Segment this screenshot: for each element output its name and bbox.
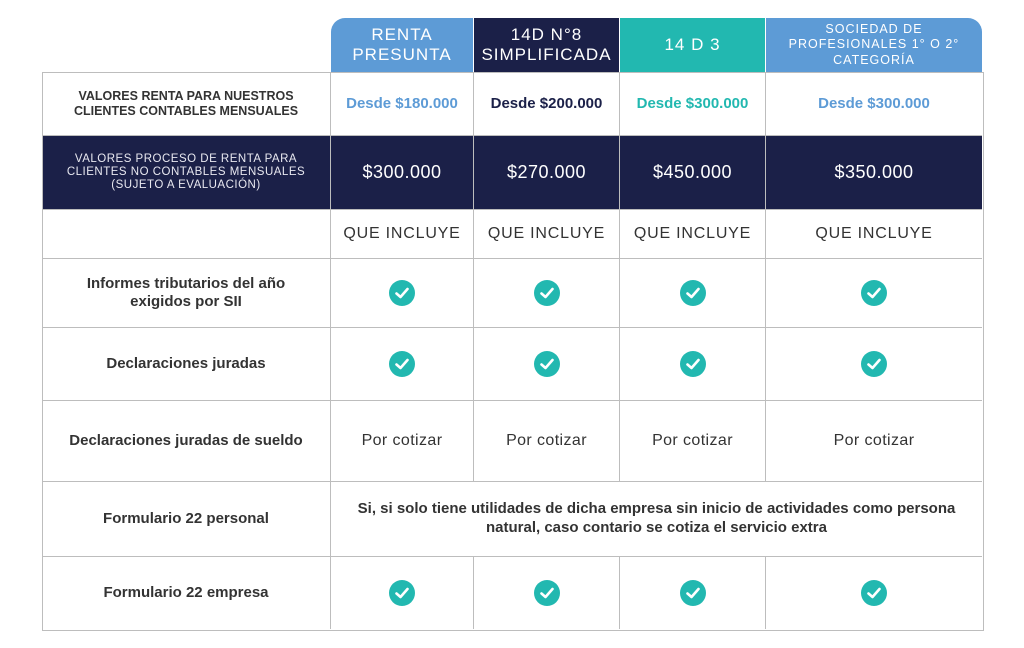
desde-price-14d3: Desde $300.000 [636, 95, 749, 112]
desde-price-14d-n8: Desde $200.000 [490, 95, 603, 112]
row-label-f22-empresa: Formulario 22 empresa [103, 584, 269, 601]
header-14d3: 14 D 3 [620, 18, 765, 72]
price-renta-presunta: $300.000 [362, 162, 442, 182]
check-circle-icon [679, 580, 706, 606]
por-cotizar-text: Por cotizar [506, 432, 587, 449]
header-sociedad-profesionales: SOCIEDAD DE PROFESIONALES 1° O 2° CATEGO… [766, 18, 982, 72]
row-label-declaraciones-sueldo: Declaraciones juradas de sueldo [69, 432, 303, 449]
desde-price-sociedad: Desde $300.000 [818, 95, 930, 112]
check-circle-icon [533, 351, 560, 377]
por-cotizar-text: Por cotizar [361, 432, 443, 449]
check-circle-icon [679, 351, 706, 377]
check-circle-icon [861, 280, 887, 306]
non-accounting-price-row [42, 136, 982, 209]
check-circle-icon [861, 351, 887, 377]
incluye-label: QUE INCLUYE [487, 225, 606, 242]
check-circle-icon [389, 280, 415, 306]
por-cotizar-text: Por cotizar [833, 432, 915, 449]
desde-price-renta-presunta: Desde $180.000 [346, 95, 458, 112]
incluye-label: QUE INCLUYE [343, 225, 461, 242]
row-label-non-accounting-clients: VALORES PROCESO DE RENTA PARA CLIENTES N… [66, 152, 306, 192]
check-circle-icon [389, 580, 415, 606]
header-14d-n8-simplificada: 14D N°8 SIMPLIFICADA [474, 18, 619, 72]
pricing-table [42, 72, 984, 631]
incluye-label: QUE INCLUYE [633, 225, 752, 242]
f22-personal-note: Si, si solo tiene utilidades de dicha em… [331, 482, 982, 556]
row-label-accounting-clients: VALORES RENTA PARA NUESTROS CLIENTES CON… [73, 89, 299, 118]
price-sociedad: $350.000 [834, 162, 914, 182]
check-circle-icon [533, 280, 560, 306]
por-cotizar-text: Por cotizar [652, 432, 733, 449]
row-label-f22-personal: Formulario 22 personal [103, 510, 269, 527]
price-14d-n8: $270.000 [506, 162, 587, 182]
price-14d3: $450.000 [652, 162, 733, 182]
header-renta-presunta: RENTA PRESUNTA [331, 18, 473, 72]
check-circle-icon [679, 280, 706, 306]
row-label-declaraciones: Declaraciones juradas [106, 355, 266, 372]
check-circle-icon [861, 580, 887, 606]
incluye-label: QUE INCLUYE [815, 225, 933, 242]
check-circle-icon [389, 351, 415, 377]
check-circle-icon [533, 580, 560, 606]
row-label-informes: Informes tributarios del año exigidos po… [86, 275, 286, 310]
